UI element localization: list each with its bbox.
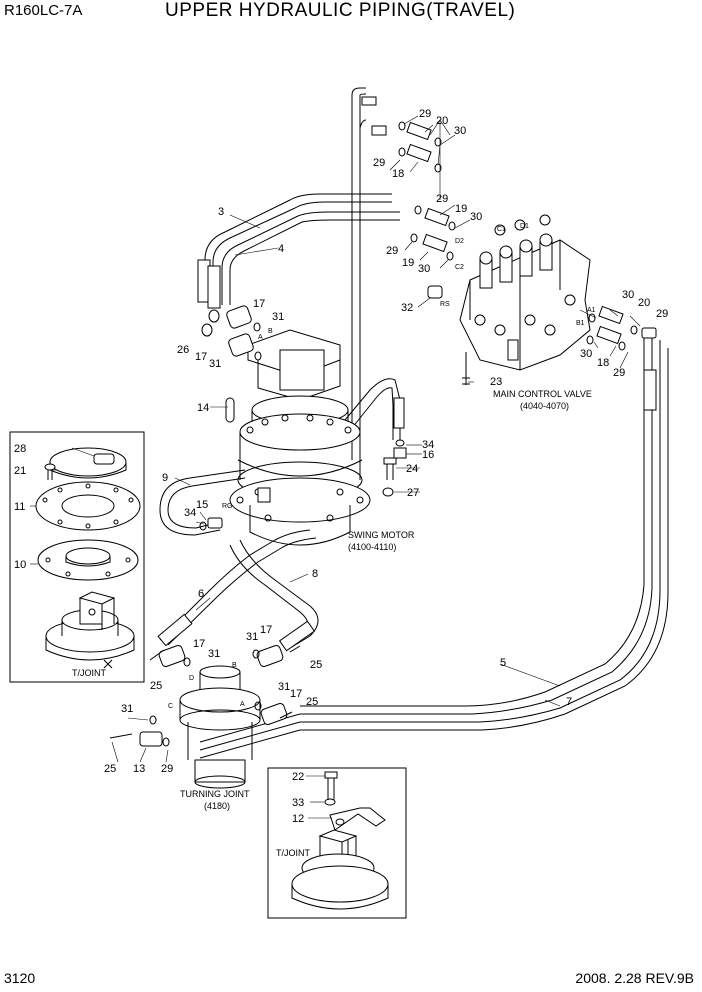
mcv-label: MAIN CONTROL VALVE [493, 389, 592, 399]
callout: 21 [14, 465, 26, 477]
callout: 17 [290, 688, 302, 700]
callout: 4 [278, 243, 284, 255]
callout: 31 [272, 311, 284, 323]
callout: 3 [218, 206, 224, 218]
callout: 25 [150, 680, 162, 692]
port-label: A [258, 334, 263, 341]
callout: 25 [310, 659, 322, 671]
callout: 17 [195, 351, 207, 363]
callout: 31 [278, 681, 290, 693]
page-title: UPPER HYDRAULIC PIPING(TRAVEL) [165, 0, 516, 21]
port-label: A1 [587, 307, 596, 314]
callout: 31 [209, 358, 221, 370]
callout: 12 [292, 813, 304, 825]
port-label: D [189, 675, 194, 682]
callout: 30 [454, 125, 466, 137]
callout: 25 [104, 763, 116, 775]
callout: 29 [436, 193, 448, 205]
callout: 31 [246, 631, 258, 643]
callout: 19 [455, 203, 467, 215]
port-label: B [268, 328, 273, 335]
callout: 5 [500, 657, 506, 669]
callout: 6 [198, 588, 204, 600]
turning-joint-label: TURNING JOINT [180, 789, 250, 799]
callout: 16 [422, 449, 434, 461]
callout: 20 [638, 297, 650, 309]
callout: 28 [14, 443, 26, 455]
callout: 25 [306, 696, 318, 708]
callout: 11 [14, 501, 25, 513]
callout: 29 [656, 308, 668, 320]
callout: 30 [418, 263, 430, 275]
callout: 9 [162, 472, 168, 484]
port-label: D1 [520, 223, 529, 230]
callout: 34 [184, 507, 196, 519]
port-label: C1 [497, 226, 506, 233]
callout: 30 [580, 348, 592, 360]
callout: 17 [253, 298, 265, 310]
callout: 14 [197, 402, 209, 414]
callout: 10 [14, 559, 26, 571]
callout: 22 [292, 771, 304, 783]
callout: 26 [177, 344, 189, 356]
callout: 15 [196, 499, 208, 511]
callout: 29 [161, 763, 173, 775]
callout: 29 [373, 157, 385, 169]
callout: 18 [597, 357, 609, 369]
tjoint-label-bottom: T/JOINT [276, 848, 310, 858]
port-label: B1 [576, 320, 585, 327]
callout: 34 [422, 439, 434, 451]
port-label: RG [222, 503, 233, 510]
callout: 7 [566, 696, 572, 708]
port-label: A [240, 701, 245, 708]
mcv-code: (4040-4070) [520, 401, 569, 411]
callout: 31 [208, 648, 220, 660]
callout: 19 [402, 257, 414, 269]
page-number: 3120 [4, 970, 36, 986]
callout: 23 [490, 376, 502, 388]
port-label: RS [440, 301, 450, 308]
callout: 27 [407, 487, 419, 499]
callout: 29 [419, 108, 431, 120]
port-label: D2 [455, 238, 464, 245]
callout: 33 [292, 797, 304, 809]
swing-motor-label: SWING MOTOR [348, 530, 415, 540]
callout: 17 [193, 638, 205, 650]
revision-date: 2008. 2.28 REV.9B [575, 970, 694, 986]
callout: 8 [312, 568, 318, 580]
callout: 20 [436, 115, 448, 127]
callout: 30 [622, 289, 634, 301]
callout: 29 [613, 367, 625, 379]
callout: 32 [401, 302, 413, 314]
callout: 31 [121, 703, 133, 715]
port-label: C [168, 703, 173, 710]
callout: 29 [386, 245, 398, 257]
callout: 30 [470, 211, 482, 223]
callout: 18 [392, 168, 404, 180]
turning-joint-code: (4180) [204, 801, 230, 811]
swing-motor-code: (4100-4110) [348, 542, 396, 552]
port-label: B [232, 662, 237, 669]
tjoint-label-left: T/JOINT [72, 668, 106, 678]
port-label: C2 [455, 264, 464, 271]
model-number: R160LC-7A [4, 2, 83, 19]
callout: 13 [133, 763, 145, 775]
callout: 24 [406, 463, 418, 475]
callout: 17 [260, 624, 272, 636]
